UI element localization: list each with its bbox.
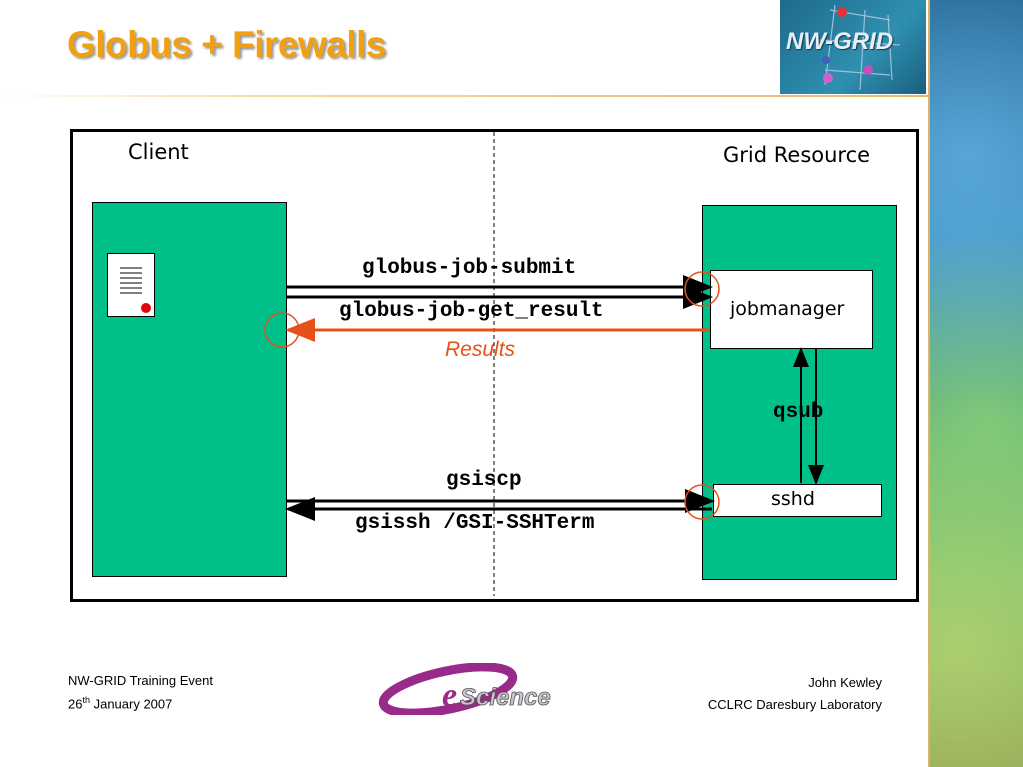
sshd-box [713, 484, 882, 517]
footer-date-day: 26 [68, 696, 83, 712]
footer-date-suffix: th [82, 695, 90, 705]
port-circle-results [264, 312, 300, 348]
grid-resource-label: Grid Resource [723, 143, 871, 167]
qsub-label: qsub [773, 401, 824, 424]
footer-date-rest: January 2007 [89, 696, 173, 712]
escience-logo: e Science [378, 663, 600, 715]
document-icon [107, 253, 155, 317]
escience-wordmark: Science [460, 684, 551, 711]
nw-grid-logo [780, 0, 926, 94]
port-circle-ssh [684, 484, 720, 520]
footer-event: NW-GRID Training Event [68, 673, 213, 688]
grid-network-icon [819, 4, 901, 91]
grid-resource-box [702, 205, 897, 580]
sshd-label: sshd [771, 488, 815, 510]
footer-org: CCLRC Daresbury Laboratory [707, 697, 882, 712]
gsissh-label: gsissh /GSI-SSHTerm [355, 512, 595, 535]
results-label: Results [445, 338, 516, 361]
title-divider [0, 95, 928, 97]
footer-author: John Kewley [808, 675, 882, 690]
logo-text: NW-GRID [786, 28, 894, 55]
diagram-frame [70, 129, 919, 602]
footer-date: 26th January 2007 [68, 695, 172, 711]
port-circle-submit [684, 271, 720, 307]
client-label: Client [128, 140, 189, 164]
get-result-label: globus-job-get_result [339, 300, 604, 323]
decorative-side-panel [928, 0, 1023, 767]
escience-e-letter: e [442, 677, 457, 714]
jobmanager-box [710, 270, 873, 349]
submit-label: globus-job-submit [362, 257, 577, 280]
slide-title: Globus + Firewalls [67, 24, 386, 65]
jobmanager-label: jobmanager [730, 298, 845, 320]
gsiscp-label: gsiscp [446, 469, 522, 492]
